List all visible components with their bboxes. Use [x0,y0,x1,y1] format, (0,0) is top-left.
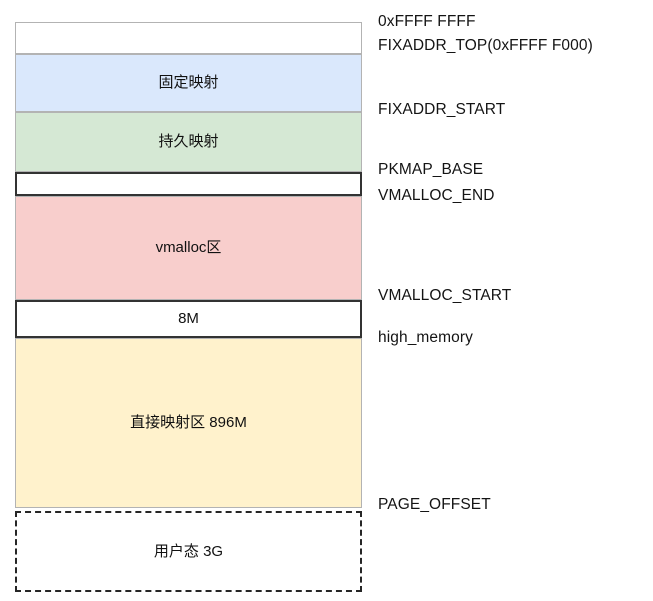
marker-0xffff-ffff: 0xFFFF FFFF [378,13,476,30]
fixed-mapping-block: 固定映射 [15,54,362,112]
pkmap-vmalloc-gap-block [15,172,362,196]
vmalloc-area-block: vmalloc区 [15,196,362,300]
fixed-mapping-label: 固定映射 [158,74,219,91]
persistent-mapping-label: 持久映射 [158,133,219,150]
marker-high-memory: high_memory [378,329,474,346]
marker-fixaddr-start: FIXADDR_START [378,101,506,118]
marker-fixaddr-top: FIXADDR_TOP(0xFFFF F000) [378,37,593,54]
persistent-mapping-block: 持久映射 [15,112,362,172]
marker-vmalloc-start: VMALLOC_START [378,287,512,304]
marker-vmalloc-end: VMALLOC_END [378,187,495,204]
marker-pkmap-base: PKMAP_BASE [378,161,484,178]
direct-mapping-block: 直接映射区 896M [15,338,362,508]
reserved-top-block [15,22,362,54]
marker-page-offset: PAGE_OFFSET [378,496,491,513]
direct-mapping-label: 直接映射区 896M [130,414,247,431]
user-space-label: 用户态 3G [153,542,224,560]
user-space-block: 用户态 3G [15,511,362,592]
vmalloc-area-label: vmalloc区 [155,239,222,256]
eight-megabyte-label: 8M [178,310,199,327]
eight-megabyte-gap-block: 8M [15,300,362,338]
